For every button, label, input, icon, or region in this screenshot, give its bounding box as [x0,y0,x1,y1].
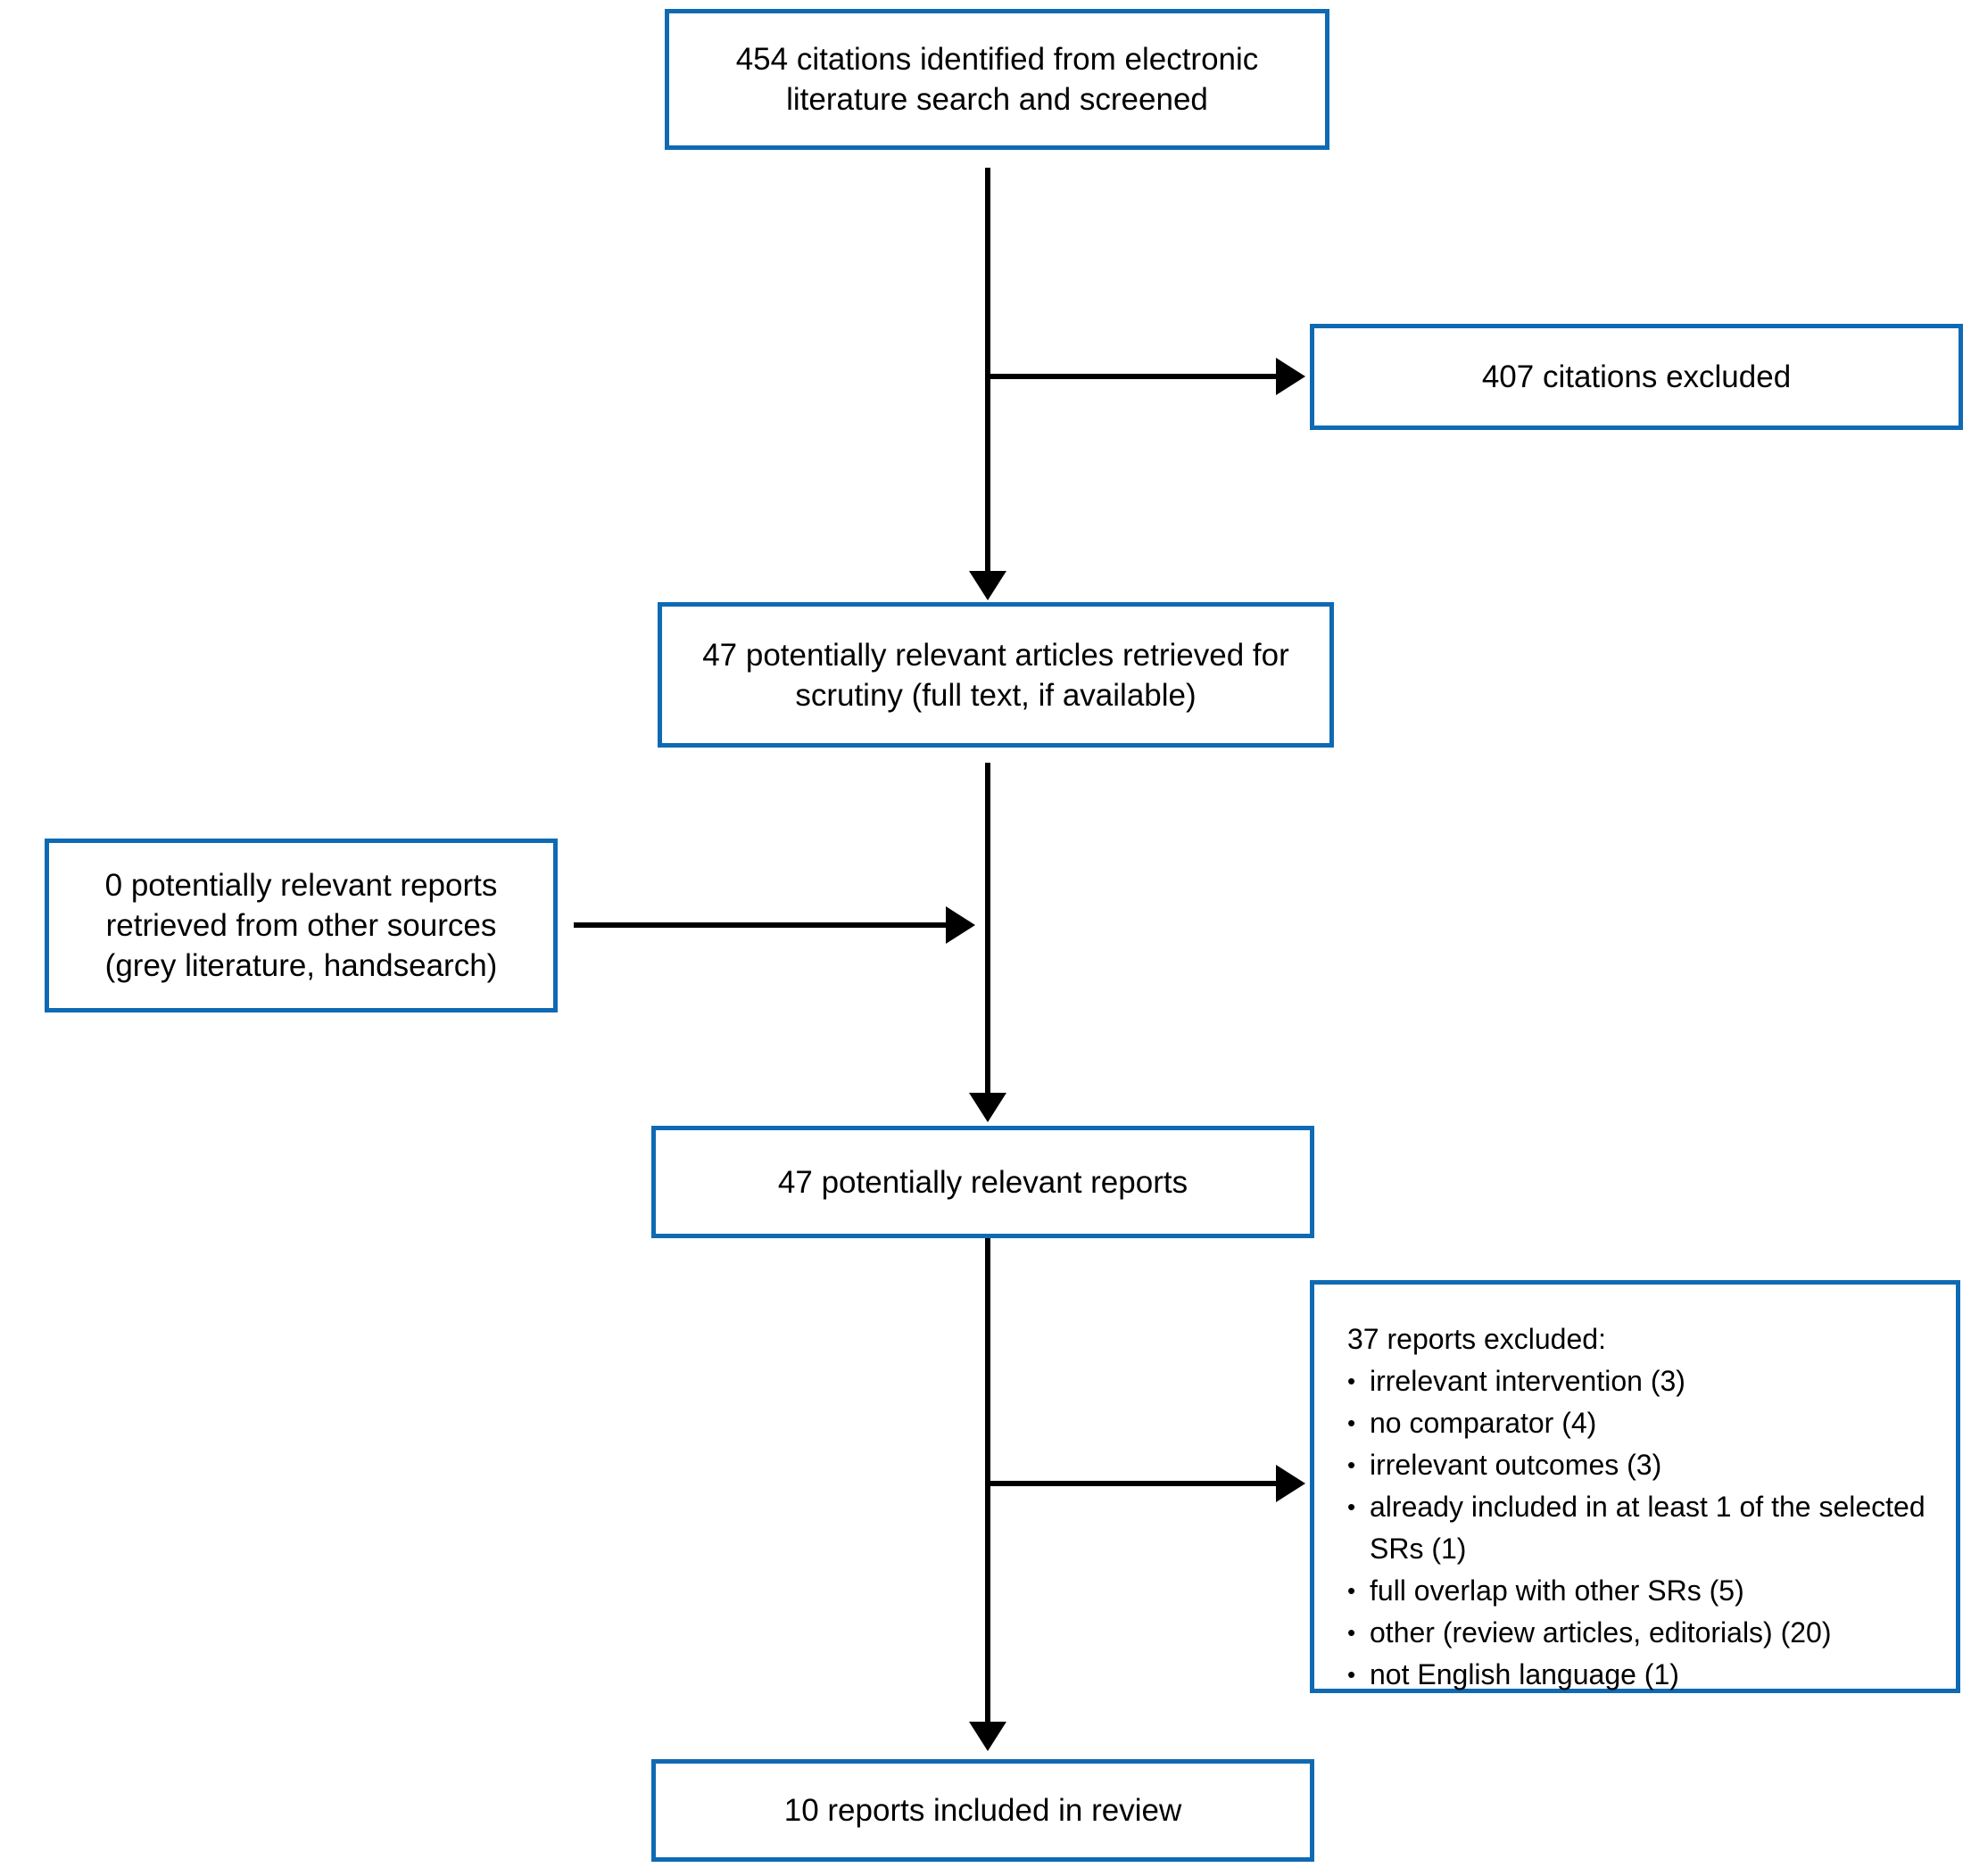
reports-excluded-item: • full overlap with other SRs (5) [1347,1570,1929,1612]
arrow-line-identified-to-retrieved [985,168,990,571]
reports-excluded-item: • irrelevant intervention (3) [1347,1360,1929,1402]
arrow-line-branch-citations-excluded [988,374,1278,379]
box-reports-excluded: 37 reports excluded: • irrelevant interv… [1310,1280,1960,1693]
box-citations-identified-text: 454 citations identified from electronic… [735,42,1259,117]
reports-excluded-item-text: not English language (1) [1370,1658,1679,1690]
arrowhead-other-sources [946,906,975,944]
box-relevant-reports: 47 potentially relevant reports [651,1126,1314,1238]
box-other-sources-text: 0 potentially relevant reports retrieved… [104,868,498,983]
reports-excluded-item: • already included in at least 1 of the … [1347,1486,1929,1570]
box-citations-identified: 454 citations identified from electronic… [665,9,1329,150]
box-articles-retrieved: 47 potentially relevant articles retriev… [658,602,1334,748]
bullet-icon: • [1347,1451,1356,1478]
reports-excluded-item: • other (review articles, editorials) (2… [1347,1612,1929,1654]
reports-excluded-item-text: no comparator (4) [1370,1407,1597,1439]
box-articles-retrieved-text: 47 potentially relevant articles retriev… [702,637,1289,713]
bullet-icon: • [1347,1661,1356,1688]
box-reports-included-text: 10 reports included in review [783,1793,1182,1828]
reports-excluded-item: • no comparator (4) [1347,1402,1929,1444]
bullet-icon: • [1347,1409,1356,1436]
arrowhead-identified-to-retrieved [969,571,1006,600]
arrow-line-other-sources [574,922,948,928]
reports-excluded-item-text: other (review articles, editorials) (20) [1370,1616,1832,1649]
arrow-line-retrieved-to-reports [985,763,990,1093]
bullet-icon: • [1347,1577,1356,1604]
box-relevant-reports-text: 47 potentially relevant reports [777,1164,1188,1200]
box-citations-excluded-text: 407 citations excluded [1481,359,1792,394]
reports-excluded-item-text: irrelevant outcomes (3) [1370,1449,1662,1481]
reports-excluded-item-text: full overlap with other SRs (5) [1370,1574,1744,1607]
bullet-icon: • [1347,1493,1356,1520]
box-reports-included: 10 reports included in review [651,1759,1314,1862]
bullet-icon: • [1347,1619,1356,1646]
arrowhead-branch-citations-excluded [1276,358,1305,395]
reports-excluded-title: 37 reports excluded: [1347,1323,1606,1355]
reports-excluded-item: • irrelevant outcomes (3) [1347,1444,1929,1486]
bullet-icon: • [1347,1368,1356,1394]
arrow-line-branch-reports-excluded [988,1481,1278,1486]
reports-excluded-item-text: irrelevant intervention (3) [1370,1365,1685,1397]
arrowhead-reports-to-included [969,1722,1006,1751]
arrowhead-branch-reports-excluded [1276,1465,1305,1502]
reports-excluded-item: • not English language (1) [1347,1654,1929,1696]
arrow-line-reports-to-included [985,1238,990,1722]
arrowhead-retrieved-to-reports [969,1093,1006,1122]
box-citations-excluded: 407 citations excluded [1310,324,1963,430]
box-other-sources: 0 potentially relevant reports retrieved… [45,839,558,1012]
reports-excluded-item-text: already included in at least 1 of the se… [1370,1491,1925,1565]
